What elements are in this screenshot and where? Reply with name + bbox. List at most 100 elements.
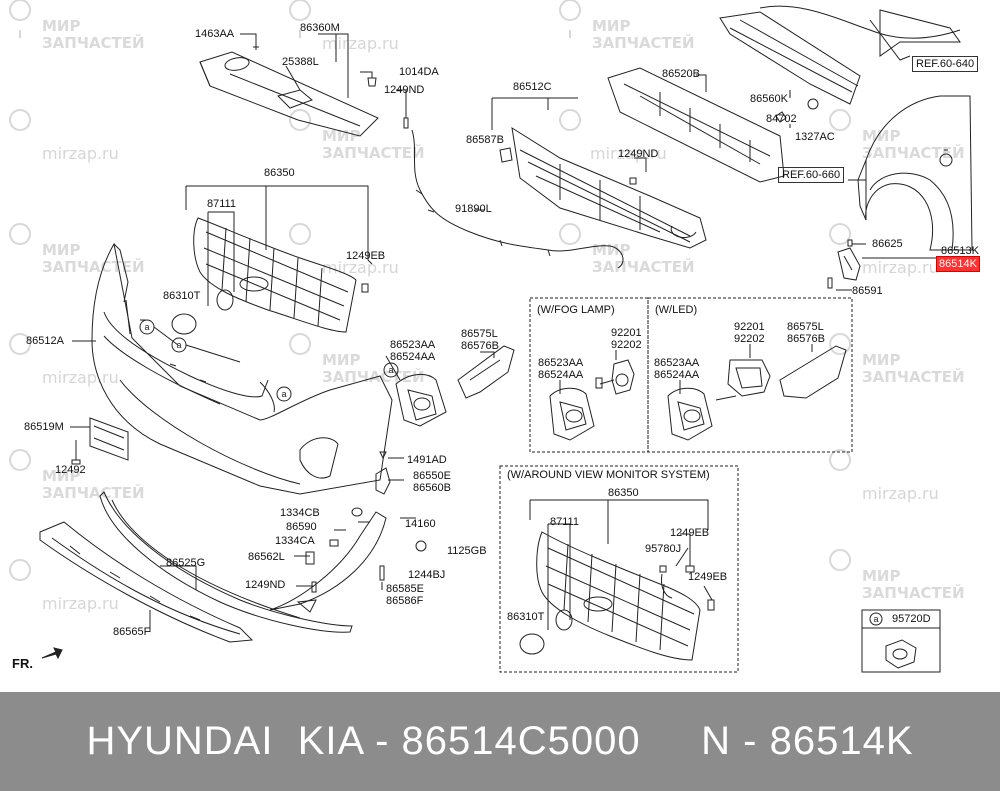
avm-box-title: (W/AROUND VIEW MONITOR SYSTEM) <box>507 469 710 481</box>
part-label[interactable]: 84702 <box>766 113 797 125</box>
watermark-url: mirzap.ru <box>862 484 939 503</box>
part-label[interactable]: 86565F <box>113 626 151 638</box>
part-label[interactable]: 86524AA <box>538 369 584 381</box>
watermark-url: mirzap.ru <box>42 594 119 613</box>
fog-bracket-drawing <box>457 345 515 399</box>
back-beam-drawing <box>719 5 961 105</box>
part-label[interactable]: 25388L <box>282 56 319 68</box>
part-label[interactable]: 1249EB <box>688 571 728 583</box>
part-label[interactable]: 92202 <box>611 339 642 351</box>
part-label[interactable]: 86560B <box>413 482 451 494</box>
license-plate-bracket-drawing <box>89 417 129 461</box>
watermark-pin-icon <box>289 333 312 355</box>
part-label[interactable]: 86310T <box>507 611 545 623</box>
part-label[interactable]: 86524AA <box>390 351 436 363</box>
part-label[interactable]: 86625 <box>872 238 903 250</box>
part-label[interactable]: 86576B <box>461 340 499 352</box>
part-label[interactable]: 1125GB <box>447 545 487 557</box>
part-label[interactable]: 92201 <box>611 327 642 339</box>
part-label[interactable]: 86513K <box>941 245 979 257</box>
part-label[interactable]: 92202 <box>734 333 765 345</box>
part-label[interactable]: 87111 <box>550 516 579 528</box>
part-label[interactable]: 86575L <box>461 328 498 340</box>
part-label[interactable]: 86523AA <box>654 357 700 369</box>
part-label[interactable]: 86525G <box>166 557 206 569</box>
part-label[interactable]: 86550E <box>413 470 451 482</box>
callout-a-icon <box>869 612 883 626</box>
part-label[interactable]: 1334CB <box>280 507 320 519</box>
part-label[interactable]: 1334CA <box>275 535 315 547</box>
part-label[interactable]: 92201 <box>734 321 765 333</box>
upper-cover-drawing <box>199 51 379 137</box>
highlighted-part-label[interactable]: 86514K <box>936 256 980 272</box>
callout-a: a <box>281 389 286 399</box>
part-label[interactable]: 1491AD <box>407 454 447 466</box>
part-label[interactable]: 95720D <box>892 613 931 625</box>
part-label[interactable]: 86520B <box>662 68 700 80</box>
part-label[interactable]: 1249EB <box>346 250 386 262</box>
part-label[interactable]: 86350 <box>264 167 295 179</box>
lower-grille-drawing <box>511 126 707 249</box>
part-label[interactable]: 86350 <box>608 487 639 499</box>
part-label[interactable]: 1249ND <box>618 148 659 160</box>
part-label[interactable]: 86587B <box>466 134 504 146</box>
part-label[interactable]: 1244BJ <box>408 569 446 581</box>
part-label[interactable]: 86576B <box>787 333 825 345</box>
part-label[interactable]: 86524AA <box>654 369 700 381</box>
watermark-pin-icon <box>559 223 582 245</box>
part-label[interactable]: 86512A <box>26 335 64 347</box>
led-cover-drawing <box>667 387 713 441</box>
part-label[interactable]: 1327AC <box>795 131 835 143</box>
fog-lamp-box <box>529 297 649 453</box>
part-label[interactable]: 86519M <box>24 421 64 433</box>
part-label[interactable]: 86562L <box>248 551 285 563</box>
part-label[interactable]: 95780J <box>645 543 682 555</box>
part-label[interactable]: 1249EB <box>670 527 710 539</box>
part-label[interactable]: 86360M <box>300 22 340 34</box>
part-label[interactable]: 1249ND <box>245 579 286 591</box>
part-label[interactable]: 86575L <box>787 321 824 333</box>
part-label[interactable]: 12492 <box>55 464 86 476</box>
part-label[interactable]: 86310T <box>163 290 201 302</box>
part-label[interactable]: 86585E <box>386 583 424 595</box>
watermark-url: mirzap.ru <box>42 144 119 163</box>
part-label[interactable]: 86523AA <box>390 339 436 351</box>
led-lamp-drawing <box>715 359 771 401</box>
part-number-text: HYUNDAI KIA - 86514C5000 N - 86514K <box>86 719 914 763</box>
part-label[interactable]: 1014DA <box>399 66 439 78</box>
part-label[interactable]: 86590 <box>286 521 317 533</box>
part-label[interactable]: 91890L <box>455 203 492 215</box>
part-label[interactable]: 86512C <box>513 81 552 93</box>
watermark-pin-icon <box>9 0 32 38</box>
sensor-box <box>861 609 941 673</box>
part-label[interactable]: 86591 <box>852 285 883 297</box>
wiring-harness-drawing <box>411 129 624 269</box>
fog-lamp-box-title: (W/FOG LAMP) <box>537 304 615 316</box>
front-bumper-drawing <box>91 242 393 495</box>
led-box-title: (W/LED) <box>655 304 698 316</box>
part-label[interactable]: 86560K <box>750 93 788 105</box>
corner-bracket-drawing <box>269 511 387 613</box>
watermark-url: mirzap.ru <box>42 368 119 387</box>
watermark-pin-icon <box>289 0 312 38</box>
reference-label[interactable]: REF.60-640 <box>912 56 979 72</box>
watermark-pin-icon <box>829 333 852 355</box>
reference-label[interactable]: REF.60-660 <box>778 167 845 183</box>
callout-a: a <box>873 614 878 624</box>
part-label[interactable]: 14160 <box>405 518 436 530</box>
watermark-url: mirzap.ru <box>862 258 939 277</box>
part-label[interactable]: 1463AA <box>195 28 235 40</box>
part-label[interactable]: 1249ND <box>384 84 425 96</box>
part-label[interactable]: 86523AA <box>538 357 584 369</box>
watermark-url: mirzap.ru <box>590 144 667 163</box>
part-label[interactable]: 87111 <box>207 198 236 210</box>
skid-plate-drawing <box>39 521 254 643</box>
part-label[interactable]: 86586F <box>386 595 424 607</box>
